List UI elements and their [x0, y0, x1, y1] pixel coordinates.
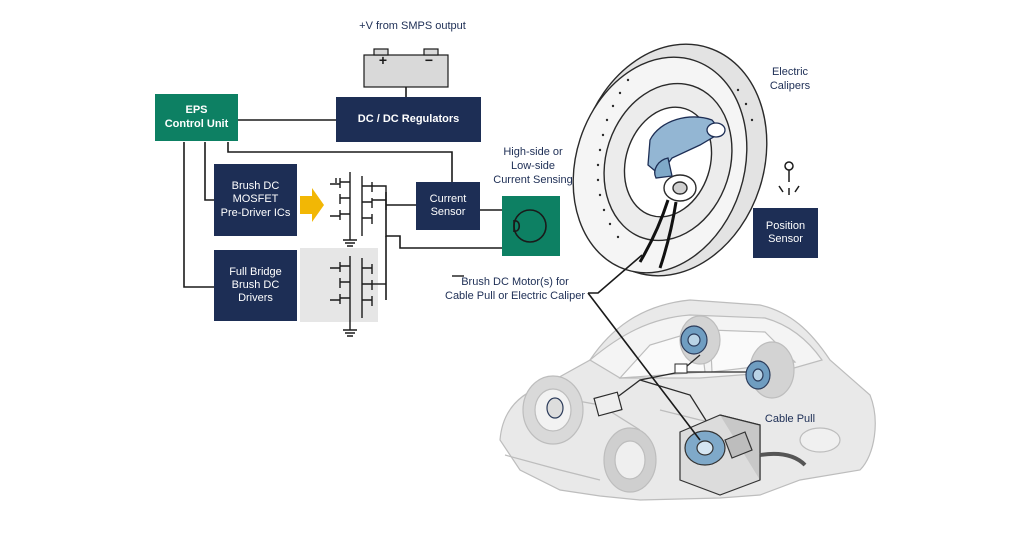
position-sensor-symbol: [778, 161, 800, 195]
rotor-vents: [596, 78, 754, 239]
car-control-unit: [593, 391, 623, 417]
car-motor-icons: [546, 325, 771, 419]
current-sensing-label: High-side or Low-side Current Sensing: [493, 146, 573, 186]
motor-symbol: [513, 209, 547, 243]
current-sensor: Current Sensor: [416, 182, 480, 230]
dcdc-regulators: DC / DC Regulators: [336, 97, 481, 142]
mosfet-bridge-upper: [330, 172, 387, 247]
cable-pull-label: Cable Pull: [764, 413, 816, 425]
motor-callout-label: Brush DC Motor(s) for Cable Pull or Elec…: [445, 276, 585, 302]
yellow-arrow-icon: [300, 188, 324, 222]
battery-plus-sign: +: [378, 52, 388, 68]
position-sensor: Position Sensor: [753, 208, 818, 258]
full-bridge-drivers: Full Bridge Brush DC Drivers: [214, 250, 297, 321]
mosfet-bridge-lower: [330, 256, 386, 337]
eps-control-unit: EPS Control Unit: [155, 94, 238, 141]
motor-box: [502, 196, 560, 256]
electric-calipers-label: Electric Calipers: [769, 66, 811, 92]
battery-icon: [363, 48, 449, 88]
caliper-cables: [638, 199, 678, 269]
predriver-ics: Brush DC MOSFET Pre-Driver ICs: [214, 164, 297, 236]
supply-label: +V from SMPS output: [359, 20, 466, 32]
diagram-wiring: [183, 86, 701, 441]
battery-minus-sign: −: [424, 52, 434, 68]
cable-pull-unit: [679, 414, 807, 496]
full-bridge-background: [300, 248, 378, 322]
caliper: [647, 116, 726, 179]
